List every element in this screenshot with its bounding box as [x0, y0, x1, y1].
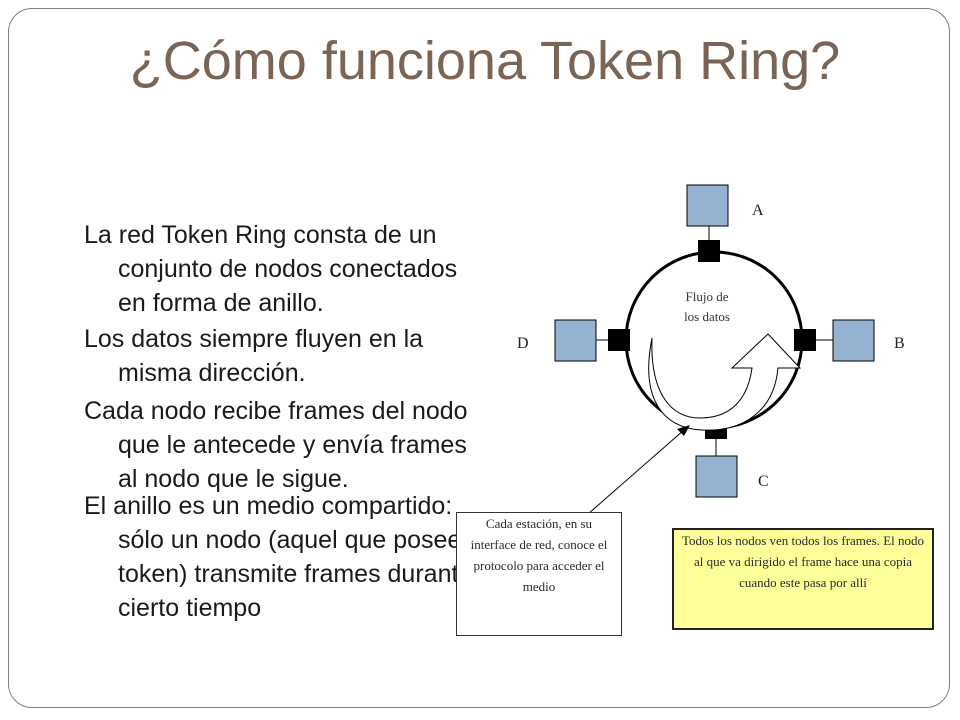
- data-flow-arrow-icon: [648, 333, 802, 431]
- bullet-data-direction: Los datos siempre fluyen en la misma dir…: [84, 325, 424, 387]
- note-pointer-arrowhead-icon: [677, 425, 690, 436]
- station-d: [554, 319, 597, 362]
- station-protocol-note-text: Cada estación, en su interface de red, c…: [470, 516, 608, 594]
- flow-label-line2: los datos: [684, 309, 730, 324]
- station-a: [686, 184, 729, 227]
- node-label-a: A: [752, 202, 764, 219]
- interface-b: [794, 329, 816, 351]
- slide-title: ¿Cómo funciona Token Ring?: [129, 31, 841, 91]
- station-b: [832, 319, 875, 362]
- flow-label-line1: Flujo de: [685, 289, 729, 304]
- bullet-shared-medium: El anillo es un medio compartido: sólo u…: [84, 492, 488, 622]
- station-protocol-note: Cada estación, en su interface de red, c…: [456, 512, 622, 636]
- frame-copy-note: Todos los nodos ven todos los frames. El…: [672, 528, 934, 630]
- flow-label: Flujo de los datos: [662, 287, 752, 327]
- bullet-ring-definition: La red Token Ring consta de un conjunto …: [84, 221, 458, 317]
- node-label-d: D: [517, 335, 529, 352]
- bullet-frame-passing: Cada nodo recibe frames del nodo que le …: [84, 397, 468, 493]
- note-pointer-line: [587, 429, 685, 515]
- station-c: [695, 455, 738, 498]
- node-label-b: B: [894, 335, 905, 352]
- interface-a: [698, 240, 720, 262]
- interface-d: [608, 329, 630, 351]
- node-label-c: C: [758, 473, 769, 490]
- frame-copy-note-text: Todos los nodos ven todos los frames. El…: [681, 533, 925, 590]
